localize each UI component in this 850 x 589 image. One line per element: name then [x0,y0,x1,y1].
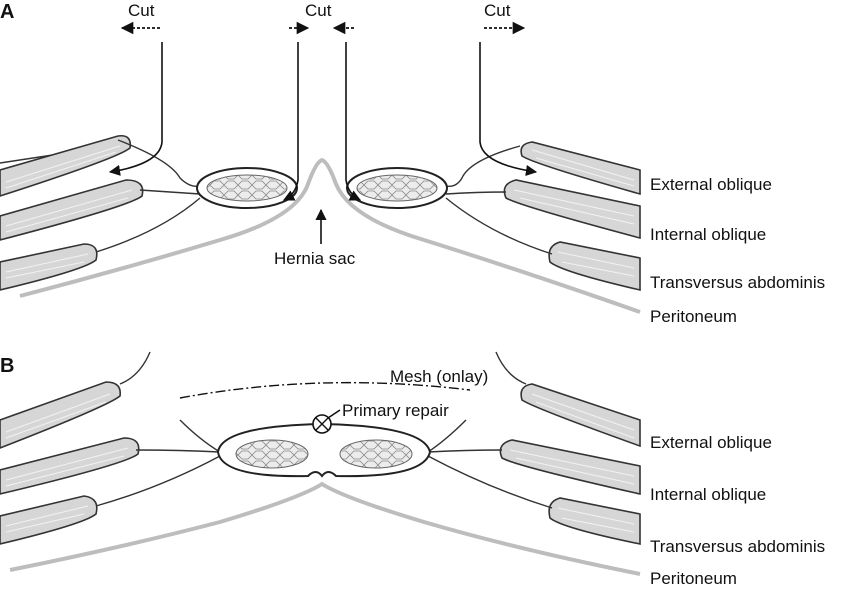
rectus-right-a-fill [356,174,438,202]
label-transversus-a: Transversus abdominis [650,273,825,292]
cut-path-right [479,42,538,177]
panel-b: B Mesh (onlay) [0,351,825,588]
cut-path-left [108,42,163,176]
right-muscles-b [427,351,641,545]
internal-oblique-left-b [0,437,140,495]
rectus-left-b-fill [235,439,309,469]
cut-path-center-right [345,42,362,201]
panel-a-letter: A [0,1,14,23]
internal-oblique-right-b [499,439,641,496]
label-peritoneum-a: Peritoneum [650,307,737,326]
left-muscles-b [0,351,221,545]
label-peritoneum-b: Peritoneum [650,569,737,588]
label-external-oblique-a: External oblique [650,175,772,194]
transversus-left-b [0,495,98,545]
transversus-right-a [548,241,641,292]
external-oblique-right-a [520,141,641,196]
mesh-onlay-label: Mesh (onlay) [390,367,488,386]
panel-a: A Cut Cut Cut [0,1,825,326]
left-muscles-a [0,134,201,291]
transversus-right-b [548,497,641,545]
mesh-onlay-line [179,381,471,399]
internal-oblique-left-a [0,179,144,241]
transversus-left-a [0,243,98,291]
suture-cross [315,417,329,431]
right-muscles-a [445,141,641,292]
rectus-left-a-fill [206,174,288,202]
cut-path-center-left [282,42,299,201]
external-oblique-right-b [520,383,641,448]
cut-label-left: Cut [128,1,155,20]
label-external-oblique-b: External oblique [650,433,772,452]
label-internal-oblique-b: Internal oblique [650,485,766,504]
rectus-right-b-fill [339,439,413,469]
hernia-sac-label: Hernia sac [274,249,356,268]
external-oblique-left-b [0,381,122,449]
primary-repair-label: Primary repair [342,401,449,420]
external-oblique-left-a [0,134,132,197]
panel-b-letter: B [0,355,14,377]
label-internal-oblique-a: Internal oblique [650,225,766,244]
peritoneum-b [9,481,641,576]
label-transversus-b: Transversus abdominis [650,537,825,556]
cut-label-center: Cut [305,1,332,20]
peritoneum-a [19,157,641,314]
cut-label-right: Cut [484,1,511,20]
internal-oblique-right-a [503,179,641,240]
primary-repair-pointer [327,409,341,419]
